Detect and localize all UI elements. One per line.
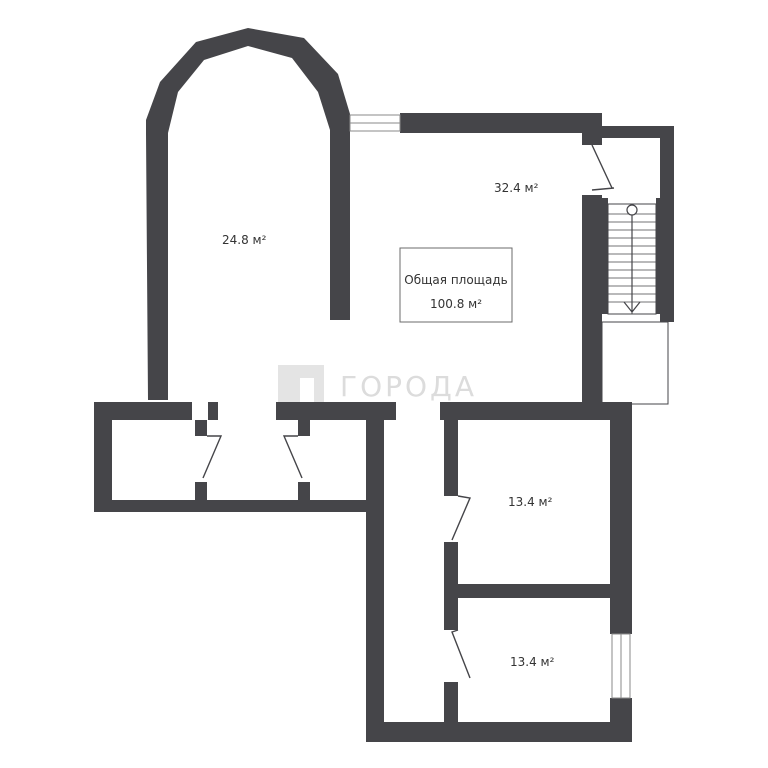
bedrooms-right-wall-upper — [610, 402, 632, 634]
room-area-bedroom-upper: 13.4 м² — [508, 495, 553, 509]
corridor-right-wall-1 — [444, 418, 458, 496]
stair-start-icon — [626, 204, 638, 216]
corridor-right-wall-2 — [444, 542, 458, 630]
hall-right-wall-upper — [582, 113, 602, 145]
total-area-box: Общая площадь 100.8 м² — [399, 247, 513, 323]
bottom-wall — [366, 722, 632, 742]
total-area-label: Общая площадь — [404, 273, 507, 287]
arched-room-walls — [146, 28, 350, 400]
lower-left-block-bottom — [94, 500, 378, 512]
room-area-hall: 32.4 м² — [494, 181, 539, 195]
partition-1-upper — [195, 420, 207, 436]
room-area-bedroom-lower: 13.4 м² — [510, 655, 555, 669]
bedroom-upper-door — [451, 495, 471, 541]
room-area-arched: 24.8 м² — [222, 233, 267, 247]
watermark: ГОРОДА — [278, 365, 477, 405]
corridor-right-wall-3 — [444, 682, 458, 732]
closet-door-1 — [202, 435, 223, 479]
bedroom-lower-door — [451, 629, 471, 679]
lower-left-block-top-mid — [208, 402, 218, 420]
staircase — [601, 126, 674, 405]
bedroom-partition — [444, 584, 612, 598]
lower-left-block-left — [94, 402, 112, 512]
partition-2-upper — [298, 420, 310, 436]
bedrooms-right-wall-lower — [610, 698, 632, 742]
partition-2-lower — [298, 482, 310, 500]
watermark-text: ГОРОДА — [340, 370, 477, 403]
partition-1-lower — [195, 482, 207, 500]
closet-door-2 — [282, 435, 303, 479]
hall-right-wall — [582, 195, 602, 405]
corridor-left-wall — [366, 402, 384, 742]
stair-arrow-icon — [623, 215, 641, 313]
lower-left-block-top-left — [94, 402, 192, 420]
total-area-value: 100.8 м² — [430, 297, 482, 311]
corridor-divider-top — [440, 402, 632, 420]
entry-door — [591, 144, 615, 191]
hall-top-wall — [400, 113, 602, 133]
